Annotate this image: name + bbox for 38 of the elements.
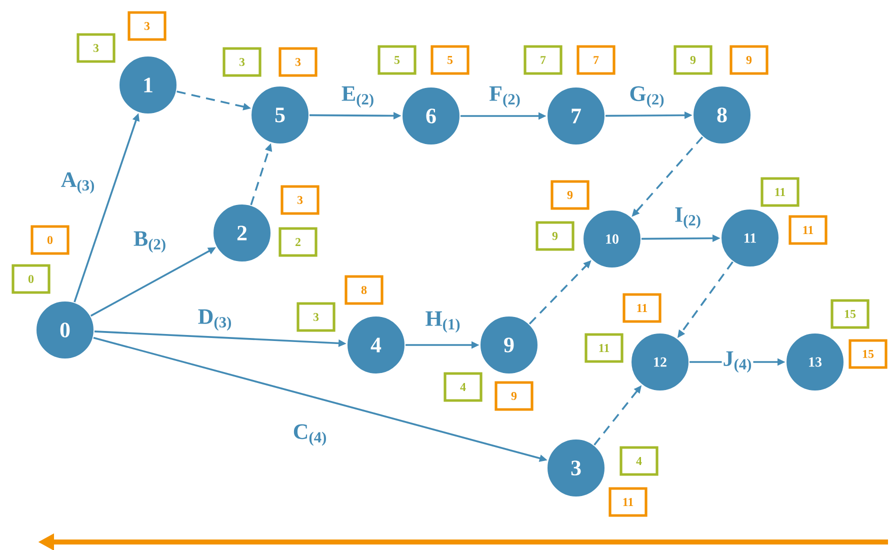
number-box: 4 [444,372,482,402]
number-box: 3 [76,33,116,63]
number-box: 0 [12,264,50,294]
edge-label: E$_{(2)}$ [340,85,376,109]
number-box: 0 [30,225,70,255]
number-box: 4 [620,446,658,476]
number-box: 7 [524,45,562,75]
number-box: 5 [378,45,416,75]
number-box: 3 [278,47,318,77]
number-box: 11 [608,487,648,517]
number-box: 2 [278,227,318,257]
number-box: 11 [584,333,624,363]
number-box: 3 [222,47,262,77]
number-box: 3 [128,11,166,41]
edge-label: B$_{(2)}$ [132,230,168,254]
edge-label: A$_{(3)}$ [60,171,96,195]
edge-label: G$_{(2)}$ [628,85,666,109]
edge-label: C$_{(4)}$ [292,423,328,447]
number-box: 8 [344,275,384,305]
number-box: 11 [788,215,828,245]
number-box: 11 [622,293,662,323]
number-box: 3 [280,185,320,215]
number-box: 9 [730,45,768,75]
edge-label: D$_{(3)}$ [196,308,234,332]
edge-label: I$_{(2)}$ [674,206,703,230]
number-box: 9 [494,381,534,411]
number-box: 9 [674,45,712,75]
edge-label: J$_{(4)}$ [722,350,754,374]
edge-label: H$_{(1)}$ [424,310,462,334]
number-box: 15 [848,339,888,369]
number-box: 9 [550,180,590,210]
number-box: 11 [760,177,800,207]
number-box: 3 [296,302,336,332]
edge-label: F$_{(2)}$ [488,85,522,109]
number-box: 9 [536,221,574,251]
number-box: 5 [430,45,470,75]
number-box: 15 [830,299,870,329]
number-box: 7 [576,45,616,75]
